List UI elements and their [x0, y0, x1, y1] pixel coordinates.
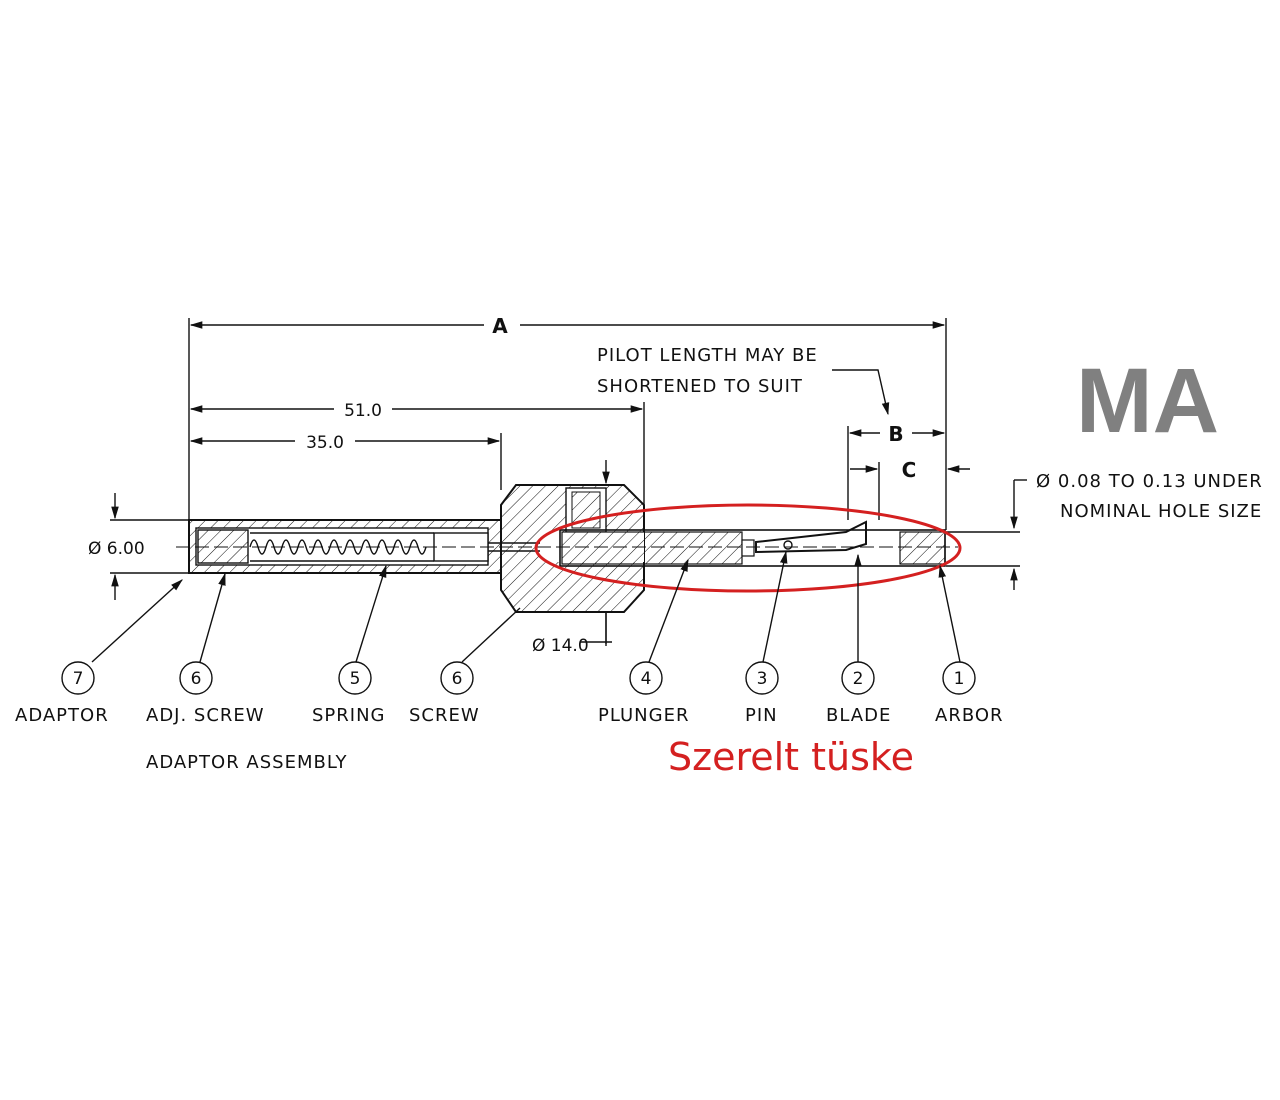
blade-part [755, 520, 867, 554]
callout-3: 3 PIN [745, 661, 779, 726]
dimension-51: 51.0 [189, 401, 645, 505]
callout-4: 4 PLUNGER [598, 661, 689, 726]
callout-1-label: ARBOR [935, 705, 1004, 726]
pilot-length-note: PILOT LENGTH MAY BE SHORTENED TO SUIT [597, 345, 890, 416]
dimension-a-label: A [492, 314, 508, 338]
dimension-dia14-label: Ø 14.0 [532, 636, 589, 656]
dimension-35-label: 35.0 [306, 433, 344, 453]
dimension-35: 35.0 [189, 433, 502, 490]
callout-leaders [91, 550, 961, 663]
callout-7-number: 7 [73, 669, 84, 689]
dimension-b-label: B [888, 422, 903, 446]
hole-size-note: Ø 0.08 TO 0.13 UNDER NOMINAL HOLE SIZE [946, 471, 1263, 590]
annotation-text: Szerelt tüske [668, 735, 914, 779]
adaptor-assembly-label: ADAPTOR ASSEMBLY [146, 752, 347, 773]
hole-note-line2: NOMINAL HOLE SIZE [1060, 501, 1262, 522]
dimension-c-label: C [902, 458, 917, 482]
callout-5-number: 5 [350, 669, 361, 689]
callout-7-label: ADAPTOR [15, 705, 109, 726]
dimension-c: C [850, 458, 970, 520]
ma-watermark: MA [1076, 350, 1219, 452]
callout-3-label: PIN [745, 705, 778, 726]
dimension-51-label: 51.0 [344, 401, 382, 421]
callout-6a-label: ADJ. SCREW [146, 705, 265, 726]
dimension-b: B [847, 422, 946, 520]
plunger-part [561, 531, 743, 565]
hole-note-line1: Ø 0.08 TO 0.13 UNDER [1036, 471, 1263, 492]
callout-2-label: BLADE [826, 705, 891, 726]
callout-4-number: 4 [641, 669, 652, 689]
highlight-ellipse [534, 503, 962, 593]
dimension-dia6: Ø 6.00 [88, 493, 189, 600]
callout-1-number: 1 [954, 669, 965, 689]
callout-6a: 6 ADJ. SCREW [146, 661, 265, 726]
arbor-assembly [176, 520, 958, 567]
dimension-a: A [188, 314, 947, 530]
callout-2-number: 2 [853, 669, 864, 689]
callout-7: 7 ADAPTOR [15, 661, 109, 726]
pilot-note-line1: PILOT LENGTH MAY BE [597, 345, 818, 366]
pilot-note-line2: SHORTENED TO SUIT [597, 376, 803, 397]
dimension-dia6-label: Ø 6.00 [88, 539, 145, 559]
callout-6b: 6 SCREW [409, 661, 480, 726]
callout-5-label: SPRING [312, 705, 386, 726]
callout-2: 2 BLADE [826, 661, 891, 726]
callout-3-number: 3 [757, 669, 768, 689]
callout-1: 1 ARBOR [935, 661, 1004, 726]
callout-4-label: PLUNGER [598, 705, 689, 726]
callout-6b-number: 6 [452, 669, 463, 689]
callout-5: 5 SPRING [312, 661, 386, 726]
pin-part [783, 540, 793, 550]
callout-6a-number: 6 [191, 669, 202, 689]
callout-6b-label: SCREW [409, 705, 480, 726]
